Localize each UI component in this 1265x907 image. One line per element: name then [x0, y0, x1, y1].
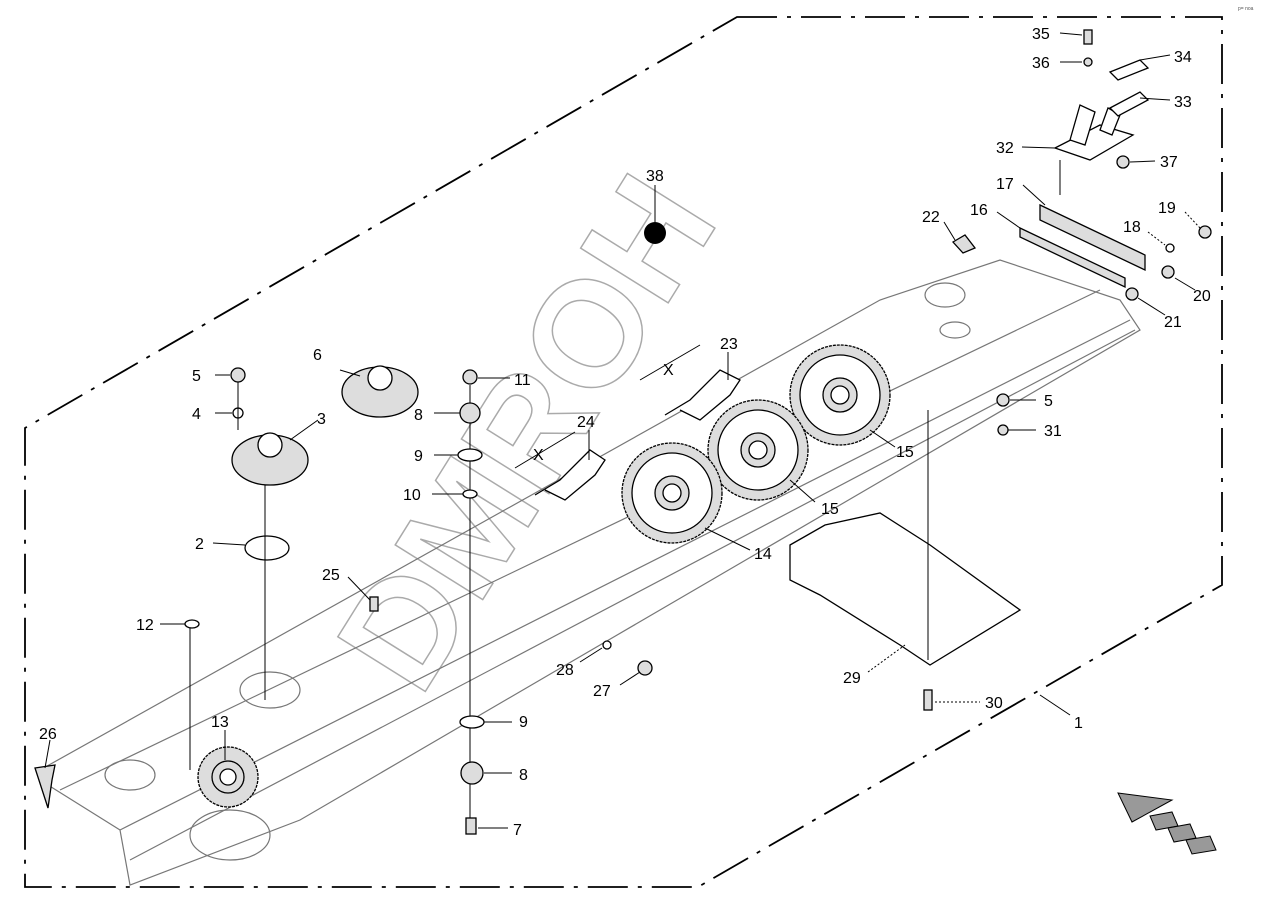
- washer-8-bottom: [460, 761, 484, 785]
- callout-17: 17: [996, 176, 1014, 193]
- assembly-boundary: [24, 16, 1223, 888]
- washer-31: [997, 424, 1009, 436]
- callout-31: 31: [1044, 423, 1062, 440]
- callout-13: 13: [211, 714, 229, 731]
- corner-code: p= noa: [1238, 6, 1254, 12]
- callout-19: 19: [1158, 200, 1176, 217]
- fitting-20: [1161, 265, 1175, 279]
- nut-11: [462, 369, 478, 385]
- callout-29: 29: [843, 670, 861, 687]
- washer-36: [1083, 57, 1093, 67]
- callout-35: 35: [1032, 26, 1050, 43]
- o-ring-2: [244, 535, 290, 561]
- callout-8-bottom: 8: [519, 767, 528, 784]
- cover-plate-29: [789, 512, 1022, 666]
- callout-9-top: 9: [414, 448, 423, 465]
- leader-lines: [44, 32, 1201, 829]
- callout-4: 4: [192, 406, 201, 423]
- plug-27: [637, 660, 653, 676]
- callout-1: 1: [1074, 715, 1083, 732]
- nut-5-right: [996, 393, 1010, 407]
- callout-30: 30: [985, 695, 1003, 712]
- callout-26: 26: [39, 726, 57, 743]
- callout-21: 21: [1164, 314, 1182, 331]
- bolt-7: [465, 817, 477, 835]
- gear-13: [197, 746, 259, 808]
- o-ring-10: [462, 489, 478, 499]
- callout-14: 14: [754, 546, 772, 563]
- callout-33: 33: [1174, 94, 1192, 111]
- callout-28: 28: [556, 662, 574, 679]
- strip-16: [1019, 226, 1126, 289]
- nut-5: [230, 367, 246, 383]
- callout-34: 34: [1174, 49, 1192, 66]
- svg-text:DMROH: DMROH: [305, 147, 748, 717]
- callout-16: 16: [970, 202, 988, 219]
- callout-labels: 35 36 34 33 32 37 17 16 22 19 18 20 21 3…: [39, 26, 1211, 839]
- callout-12: 12: [136, 617, 154, 634]
- callout-5: 5: [192, 368, 201, 385]
- callout-25: 25: [322, 567, 340, 584]
- callout-10: 10: [403, 487, 421, 504]
- callout-18: 18: [1123, 219, 1141, 236]
- callout-6: 6: [313, 347, 322, 364]
- callout-15-front: 15: [821, 501, 839, 518]
- callout-3: 3: [317, 411, 326, 428]
- bolt-35: [1083, 29, 1093, 45]
- callout-15-rear: 15: [896, 444, 914, 461]
- bracket-32: [1053, 124, 1135, 161]
- o-ring-9-bottom: [459, 715, 485, 729]
- plate-33: [1108, 91, 1150, 117]
- callout-8-top: 8: [414, 407, 423, 424]
- gear-15-front: [707, 399, 809, 501]
- knife-guard-24: [534, 449, 606, 501]
- callout-5-right: 5: [1044, 393, 1053, 410]
- washer-18: [1165, 243, 1175, 253]
- gear-14: [621, 442, 723, 544]
- guide-17: [1039, 203, 1146, 272]
- callout-37: 37: [1160, 154, 1178, 171]
- watermark: DMROH: [304, 147, 748, 718]
- callout-23: 23: [720, 336, 738, 353]
- knife-guard-23: [664, 369, 741, 421]
- o-ring-9-top: [457, 448, 483, 462]
- screw-30: [923, 689, 933, 711]
- plate-34: [1108, 59, 1150, 81]
- callout-38: 38: [646, 168, 664, 185]
- callout-9-bottom: 9: [519, 714, 528, 731]
- cutter-bar-frame: [39, 259, 1141, 886]
- callout-7: 7: [513, 822, 522, 839]
- callout-32: 32: [996, 140, 1014, 157]
- dimension-x-24: X: [533, 447, 544, 464]
- washer-21: [1125, 287, 1139, 301]
- gear-15-rear: [789, 344, 891, 446]
- washer-28: [602, 640, 612, 650]
- marker-38: [644, 222, 666, 244]
- bearing-housing-6: [341, 365, 419, 418]
- clip-22: [951, 234, 977, 254]
- callout-2: 2: [195, 536, 204, 553]
- nut-37: [1116, 155, 1130, 169]
- bolt-19: [1198, 225, 1212, 239]
- dimension-x-23: X: [663, 362, 674, 379]
- callout-22: 22: [922, 209, 940, 226]
- callout-27: 27: [593, 683, 611, 700]
- pin-25: [369, 596, 379, 612]
- washer-8-top: [459, 402, 481, 424]
- callout-24: 24: [577, 414, 595, 431]
- clip-26: [34, 764, 56, 809]
- callout-36: 36: [1032, 55, 1050, 72]
- callout-20: 20: [1193, 288, 1211, 305]
- bearing-housing-3: [231, 432, 309, 486]
- direction-arrow-icon: [1117, 792, 1217, 855]
- callout-11: 11: [514, 372, 531, 389]
